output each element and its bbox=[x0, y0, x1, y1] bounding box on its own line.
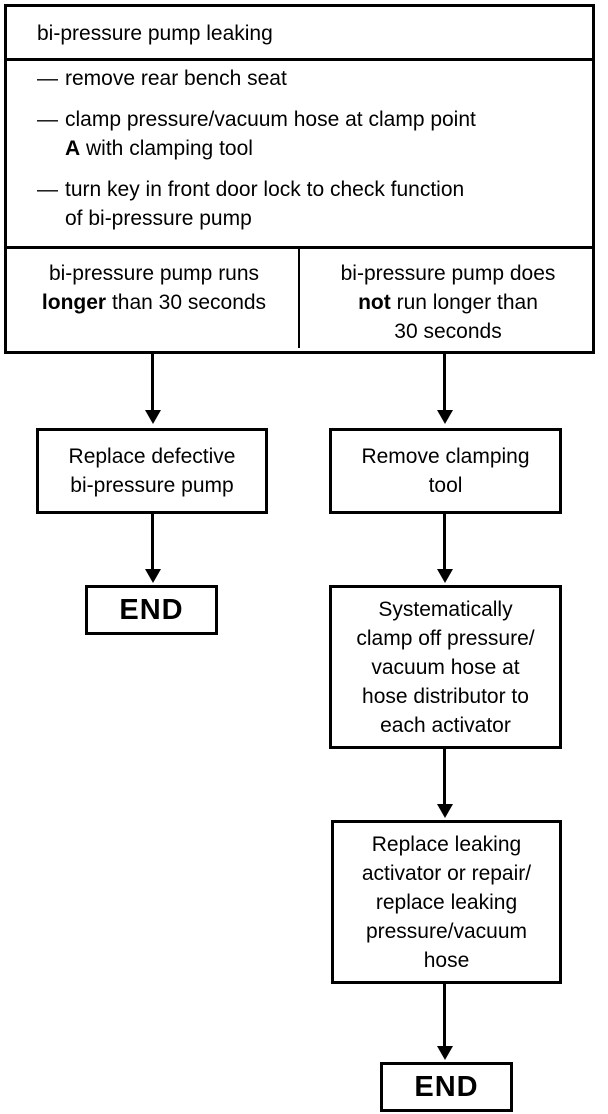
step-text: clamp pressure/vacuum hose at clamp poin… bbox=[65, 105, 582, 163]
outcome-not-longer: bi-pressure pump does not run longer tha… bbox=[303, 259, 593, 346]
step-text-part: clamp pressure/vacuum hose at clamp poin… bbox=[65, 108, 476, 131]
remove-tool-box: Remove clamping tool bbox=[329, 428, 562, 514]
end-label: END bbox=[119, 593, 184, 626]
arrow-head bbox=[144, 569, 161, 583]
box-text: Replace leaking bbox=[371, 832, 522, 856]
step-text-part: of bi-pressure pump bbox=[65, 207, 252, 230]
end-label: END bbox=[414, 1070, 479, 1103]
clamp-point-label: A bbox=[65, 137, 81, 160]
box-text: activator or repair/ bbox=[361, 861, 532, 885]
outcome-text: bi-pressure pump runs bbox=[48, 262, 260, 285]
box-text: Systematically bbox=[378, 597, 513, 621]
arrow-head bbox=[436, 569, 453, 583]
box-text: hose bbox=[423, 948, 470, 972]
step-3: — turn key in front door lock to check f… bbox=[37, 175, 582, 233]
flowchart-title: bi-pressure pump leaking bbox=[4, 4, 595, 60]
systematic-clamp-box: Systematically clamp off pressure/ vacuu… bbox=[329, 585, 562, 749]
arrow-head bbox=[436, 804, 453, 818]
arrow-head bbox=[436, 1046, 453, 1060]
outcome-row: bi-pressure pump runs longer than 30 sec… bbox=[4, 246, 595, 354]
arrow-line bbox=[443, 354, 446, 412]
outcome-text: than 30 seconds bbox=[111, 291, 267, 314]
arrow-head bbox=[144, 410, 161, 424]
box-text: vacuum hose at bbox=[371, 655, 520, 679]
step-dash: — bbox=[37, 108, 58, 131]
arrow-line bbox=[443, 749, 446, 805]
step-2: — clamp pressure/vacuum hose at clamp po… bbox=[37, 105, 582, 163]
outcome-text: bi-pressure pump does bbox=[340, 262, 556, 285]
box-text: clamp off pressure/ bbox=[356, 626, 535, 650]
step-dash: — bbox=[37, 178, 58, 201]
box-text: pressure/vacuum bbox=[365, 919, 528, 943]
arrow-line bbox=[443, 984, 446, 1048]
box-text: bi-pressure pump bbox=[70, 474, 234, 497]
outcome-runs-longer: bi-pressure pump runs longer than 30 sec… bbox=[7, 259, 301, 317]
step-text: remove rear bench seat bbox=[65, 67, 287, 90]
arrow-head bbox=[436, 410, 453, 424]
replace-activator-box: Replace leaking activator or repair/ rep… bbox=[331, 820, 562, 984]
arrow-line bbox=[151, 354, 154, 412]
step-dash: — bbox=[37, 67, 58, 90]
outcome-divider bbox=[298, 249, 300, 348]
outcome-emphasis: not bbox=[358, 291, 391, 314]
box-text: tool bbox=[428, 474, 463, 497]
title-text: bi-pressure pump leaking bbox=[37, 22, 273, 45]
arrow-line bbox=[151, 514, 154, 570]
step-1: — remove rear bench seat bbox=[37, 64, 582, 93]
arrow-line bbox=[443, 514, 446, 570]
box-text: each activator bbox=[380, 713, 511, 737]
outcome-emphasis: longer bbox=[41, 291, 107, 314]
step-text-part: turn key in front door lock to check fun… bbox=[65, 178, 465, 201]
box-text: Remove clamping bbox=[361, 445, 530, 468]
replace-pump-box: Replace defective bi-pressure pump bbox=[36, 428, 268, 514]
outcome-text: 30 seconds bbox=[394, 320, 502, 343]
step-text-part: with clamping tool bbox=[86, 137, 253, 160]
procedure-steps: — remove rear bench seat — clamp pressur… bbox=[4, 58, 595, 248]
box-text: replace leaking bbox=[375, 890, 518, 914]
end-box-right: END bbox=[380, 1062, 513, 1112]
outcome-text: run longer than bbox=[396, 291, 538, 314]
box-text: hose distributor to bbox=[362, 684, 529, 708]
box-text: Replace defective bbox=[68, 445, 236, 468]
end-box-left: END bbox=[85, 585, 218, 635]
step-text: turn key in front door lock to check fun… bbox=[65, 175, 582, 233]
